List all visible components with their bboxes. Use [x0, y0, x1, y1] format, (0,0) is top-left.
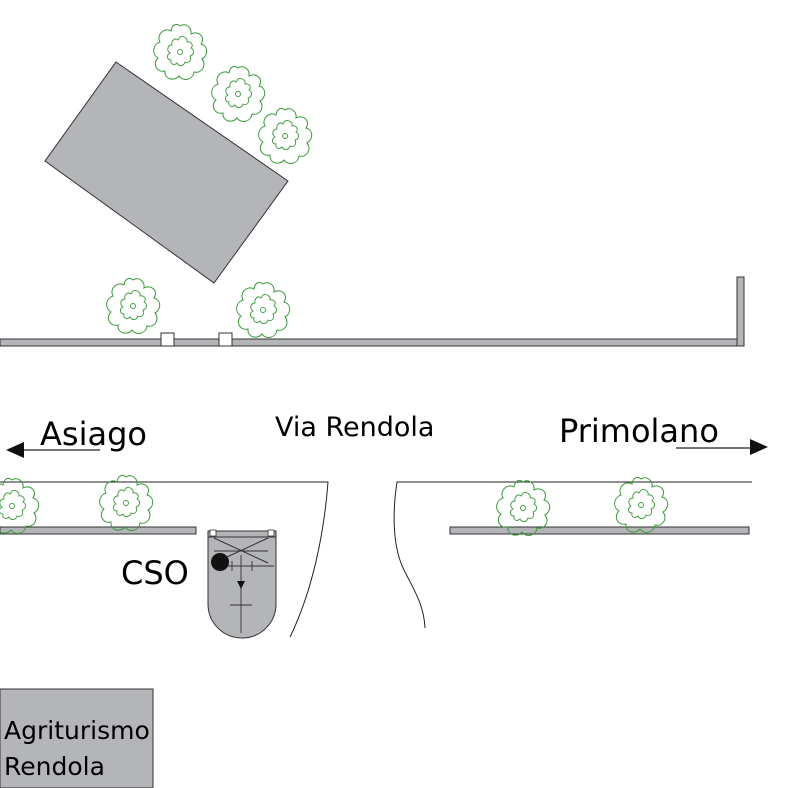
arrow-left-icon [6, 442, 24, 458]
tree-icon [106, 277, 161, 334]
gate-post-left [160, 332, 175, 347]
tree-icon [258, 107, 313, 164]
agriturismo-building [0, 688, 154, 788]
tree-icon [0, 477, 40, 534]
agriturismo-label-line1: Agriturismo [4, 716, 150, 745]
main-building [44, 61, 289, 284]
tree-icon [236, 281, 291, 338]
tree-icon [99, 474, 154, 531]
direction-label-asiago: Asiago [40, 415, 147, 453]
tree-icon [153, 23, 208, 80]
station-dot-icon [211, 553, 229, 571]
cso-chamber-post-left [209, 529, 217, 537]
tree-icon [614, 476, 669, 533]
upper-wall [0, 338, 745, 347]
road-edge-left [0, 481, 329, 638]
lower-wall-left [0, 526, 197, 535]
arrow-right-icon [750, 439, 768, 455]
station-label: CSO [121, 554, 189, 592]
road-edge-right [393, 481, 752, 629]
upper-wall-end [736, 276, 745, 347]
street-label: Via Rendola [275, 412, 434, 443]
cso-flow-arrow-icon [237, 581, 245, 589]
direction-label-primolano: Primolano [559, 412, 719, 450]
agriturismo-label-line2: Rendola [4, 752, 105, 781]
gate-post-right [218, 332, 233, 347]
lower-wall-right [449, 526, 750, 535]
cso-chamber-post-right [267, 529, 275, 537]
tree-icon [211, 65, 266, 122]
